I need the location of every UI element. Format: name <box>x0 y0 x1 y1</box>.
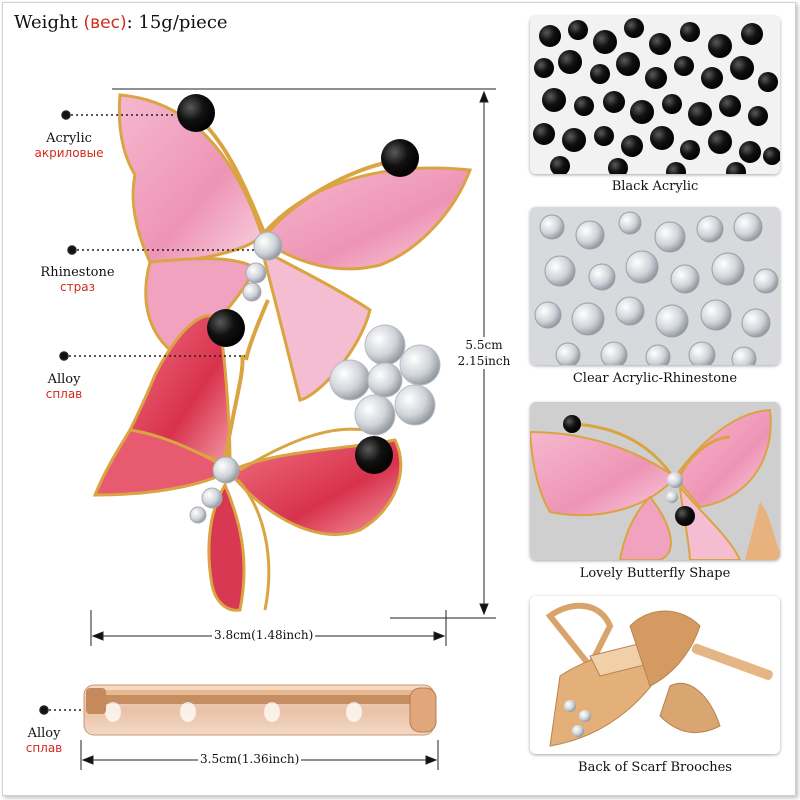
caption-clear-rhinestone: Clear Acrylic-Rhinestone <box>572 371 738 386</box>
callout-lines <box>39 110 255 715</box>
thumbnail-black-acrylic[interactable] <box>530 16 780 174</box>
butterfly-brooch-illustration <box>39 88 496 770</box>
weight-label: Weight (вес): 15g/piece <box>14 12 228 33</box>
rhinestone-flower <box>329 324 441 436</box>
butterfly-bodies <box>189 231 283 524</box>
brooch-back-image <box>530 596 780 754</box>
butterfly-closeup-image <box>530 402 780 560</box>
clear-rhinestone-image <box>530 207 780 365</box>
thumbnail-butterfly-shape[interactable] <box>530 402 780 560</box>
brooch-pin <box>83 684 437 736</box>
pin-width-dimension-label: 3.5cm(1.36inch) <box>198 752 302 766</box>
caption-brooch-back: Back of Scarf Brooches <box>578 760 732 775</box>
thumbnail-brooch-back[interactable] <box>530 596 780 754</box>
coral-butterfly <box>92 299 403 612</box>
thumbnail-clear-rhinestone[interactable] <box>530 207 780 365</box>
caption-black-acrylic: Black Acrylic <box>611 179 699 194</box>
black-acrylic-beads <box>177 94 419 474</box>
black-acrylic-image <box>530 16 780 174</box>
width-dimension-label: 3.8cm(1.48inch) <box>212 628 316 642</box>
caption-butterfly-shape: Lovely Butterfly Shape <box>579 566 731 581</box>
